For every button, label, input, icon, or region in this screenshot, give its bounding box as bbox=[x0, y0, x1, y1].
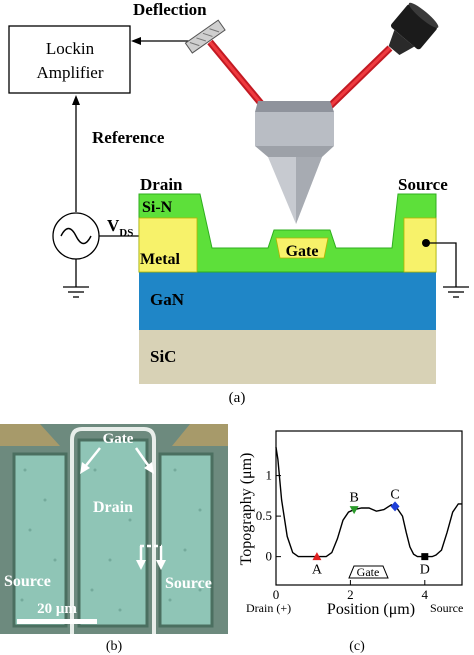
topography-line bbox=[275, 447, 462, 558]
deflection-label: Deflection bbox=[133, 0, 207, 19]
photodetector bbox=[184, 19, 226, 54]
x-axis-label: Position (μm) bbox=[327, 601, 415, 618]
panel-b: Gate Drain Source Source 20 μm (b) bbox=[0, 424, 228, 654]
gate-label-b: Gate bbox=[103, 431, 134, 447]
gate-shape-inset bbox=[348, 565, 389, 579]
caption-a: (a) bbox=[229, 390, 246, 406]
gan-layer bbox=[139, 272, 436, 330]
scan-line-marker bbox=[139, 544, 163, 562]
micrograph-texture bbox=[20, 468, 202, 612]
deflection-arrowhead bbox=[131, 37, 141, 45]
scale-bar bbox=[17, 619, 97, 624]
marker-label-c: C bbox=[390, 487, 399, 502]
source-ground-wire bbox=[426, 242, 457, 287]
marker-label-d: D bbox=[420, 563, 430, 578]
source-label: Source bbox=[398, 175, 448, 194]
caption-c: (c) bbox=[349, 639, 365, 654]
drain-finger bbox=[77, 438, 149, 628]
scale-bar-label: 20 μm bbox=[37, 601, 77, 617]
x-tick-label: 2 bbox=[347, 587, 354, 602]
axis-ticks: 0 2 4 0 0.5 1 bbox=[256, 468, 429, 602]
sine-wave-icon bbox=[60, 227, 92, 245]
sic-layer bbox=[139, 330, 436, 384]
sic-label: SiC bbox=[150, 347, 176, 366]
y-tick-label: 0 bbox=[266, 549, 273, 564]
panel-a: Lockin Amplifier Deflection bbox=[8, 0, 469, 406]
lockin-label-line2: Amplifier bbox=[36, 63, 103, 82]
source-label-c: Source bbox=[430, 601, 463, 615]
y-tick-label: 1 bbox=[266, 468, 273, 483]
lockin-amplifier-box bbox=[8, 25, 131, 94]
ground-symbol-right bbox=[443, 286, 469, 298]
drain-label-b: Drain bbox=[93, 499, 133, 516]
laser-source bbox=[388, 2, 439, 56]
gate-label: Gate bbox=[286, 243, 319, 260]
x-tick-label: 4 bbox=[422, 587, 429, 602]
gan-label: GaN bbox=[150, 290, 185, 309]
marker-label-b: B bbox=[349, 491, 358, 506]
topography-markers: A B C D bbox=[312, 487, 430, 577]
source-finger-left bbox=[12, 452, 68, 628]
reference-arrowhead bbox=[72, 95, 80, 105]
source-label-right-b: Source bbox=[165, 575, 212, 592]
y-tick-label: 0.5 bbox=[256, 508, 272, 523]
panel-c: 0 2 4 0 0.5 1 A B C D Topography (μm) Position (… bbox=[238, 430, 463, 654]
plot-frame bbox=[275, 430, 463, 586]
source-metal bbox=[403, 217, 437, 273]
drain-label: Drain bbox=[140, 175, 183, 194]
marker-d bbox=[421, 553, 429, 561]
ground-symbol-left bbox=[63, 286, 89, 298]
gate-label-c: Gate bbox=[357, 565, 380, 579]
caption-b: (b) bbox=[106, 639, 123, 654]
marker-c bbox=[390, 501, 400, 512]
x-tick-label: 0 bbox=[273, 587, 280, 602]
metal-label: Metal bbox=[140, 251, 181, 268]
afm-cantilever-tip bbox=[255, 101, 334, 224]
sin-label: Si-N bbox=[142, 199, 173, 216]
source-label-left-b: Source bbox=[4, 573, 51, 590]
gate-arrow-left bbox=[83, 447, 101, 469]
source-finger-right bbox=[158, 452, 214, 628]
gate-arrow-right bbox=[134, 447, 152, 469]
gate-loop bbox=[70, 427, 156, 634]
marker-b bbox=[349, 506, 359, 515]
y-axis-label: Topography (μm) bbox=[238, 453, 255, 566]
marker-label-a: A bbox=[312, 563, 323, 578]
gate-metal bbox=[275, 237, 329, 259]
drain-metal bbox=[138, 217, 198, 273]
lockin-label-line1: Lockin bbox=[46, 39, 95, 58]
drain-plus-label: Drain (+) bbox=[246, 601, 291, 615]
marker-a bbox=[312, 552, 322, 561]
reference-label: Reference bbox=[92, 128, 165, 147]
